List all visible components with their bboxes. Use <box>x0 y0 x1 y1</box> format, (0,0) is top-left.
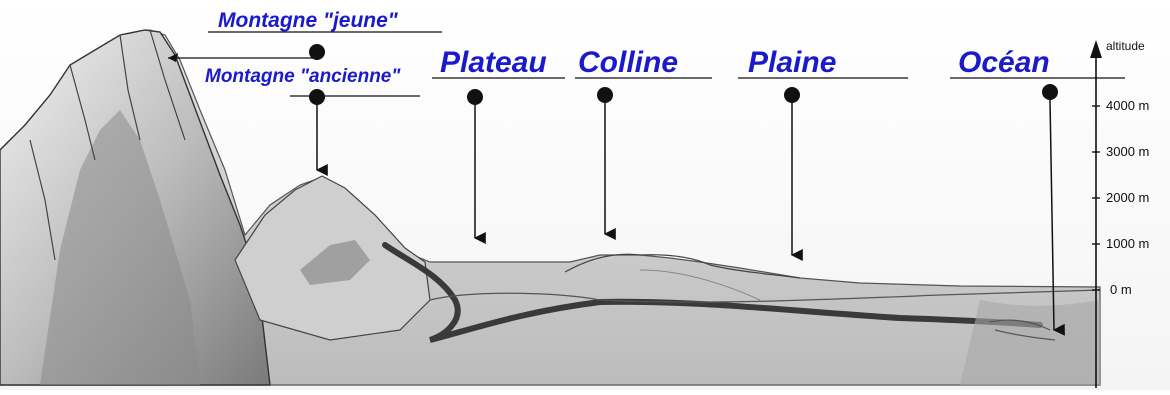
tick-label-2000: 2000 m <box>1106 190 1149 205</box>
plain-label: Plaine <box>748 46 836 79</box>
tick-label-3000: 3000 m <box>1106 144 1149 159</box>
ocean-water <box>960 300 1100 385</box>
ocean-label: Océan <box>958 46 1050 79</box>
plateau-label: Plateau <box>440 46 547 79</box>
tick-label-4000: 4000 m <box>1106 98 1149 113</box>
old-mountain-marker-dot <box>309 89 325 105</box>
plain-marker-dot <box>784 87 800 103</box>
tick-label-1000: 1000 m <box>1106 236 1149 251</box>
hill-label: Colline <box>578 46 678 79</box>
tick-label-0: 0 m <box>1110 282 1132 297</box>
young-mountain-marker-dot <box>309 44 325 60</box>
altitude-axis-title: altitude <box>1106 39 1145 53</box>
ocean-marker-dot <box>1042 84 1058 100</box>
hill-marker-dot <box>597 87 613 103</box>
plateau-marker-dot <box>467 89 483 105</box>
young-mountain-label: Montagne "jeune" <box>218 9 399 32</box>
old-mountain-label: Montagne "ancienne" <box>205 66 401 87</box>
